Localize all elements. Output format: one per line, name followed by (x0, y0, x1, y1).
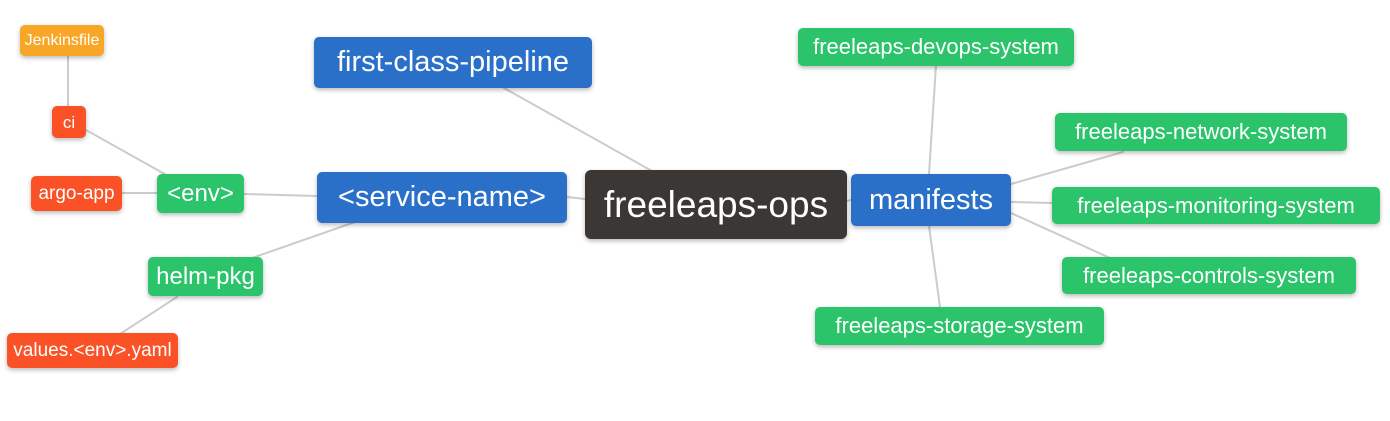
node-jenkinsfile[interactable]: Jenkinsfile (20, 25, 104, 56)
node-service-name[interactable]: <service-name> (317, 172, 567, 223)
edge-manifests-controls (1010, 212, 1111, 259)
node-env[interactable]: <env> (157, 174, 244, 213)
node-freeleaps-monitoring-system[interactable]: freeleaps-monitoring-system (1052, 187, 1380, 224)
node-freeleaps-ops[interactable]: freeleaps-ops (585, 170, 847, 239)
edge-ci-env (85, 129, 171, 178)
node-freeleaps-controls-system[interactable]: freeleaps-controls-system (1062, 257, 1356, 294)
node-ci[interactable]: ci (52, 106, 86, 138)
node-helm-pkg[interactable]: helm-pkg (148, 257, 263, 296)
node-argo-app[interactable]: argo-app (31, 176, 122, 211)
node-manifests[interactable]: manifests (851, 174, 1011, 226)
node-first-class-pipeline[interactable]: first-class-pipeline (314, 37, 592, 88)
edge-service-name-ops (566, 196, 586, 200)
edge-first-class-pipeline-ops (503, 87, 653, 172)
edge-env-service-name (243, 193, 318, 197)
node-freeleaps-network-system[interactable]: freeleaps-network-system (1055, 113, 1347, 151)
edge-manifests-monitoring (1010, 201, 1053, 204)
node-freeleaps-devops-system[interactable]: freeleaps-devops-system (798, 28, 1074, 66)
edge-values-helm-pkg (119, 296, 178, 335)
edge-ops-manifests (846, 199, 852, 202)
edge-manifests-devops (928, 64, 937, 175)
edge-manifests-network (1010, 151, 1124, 185)
node-freeleaps-storage-system[interactable]: freeleaps-storage-system (815, 307, 1104, 345)
node-values-env-yaml[interactable]: values.<env>.yaml (7, 333, 178, 368)
edge-helm-pkg-service-name (251, 221, 356, 259)
edge-manifests-storage (928, 225, 941, 308)
